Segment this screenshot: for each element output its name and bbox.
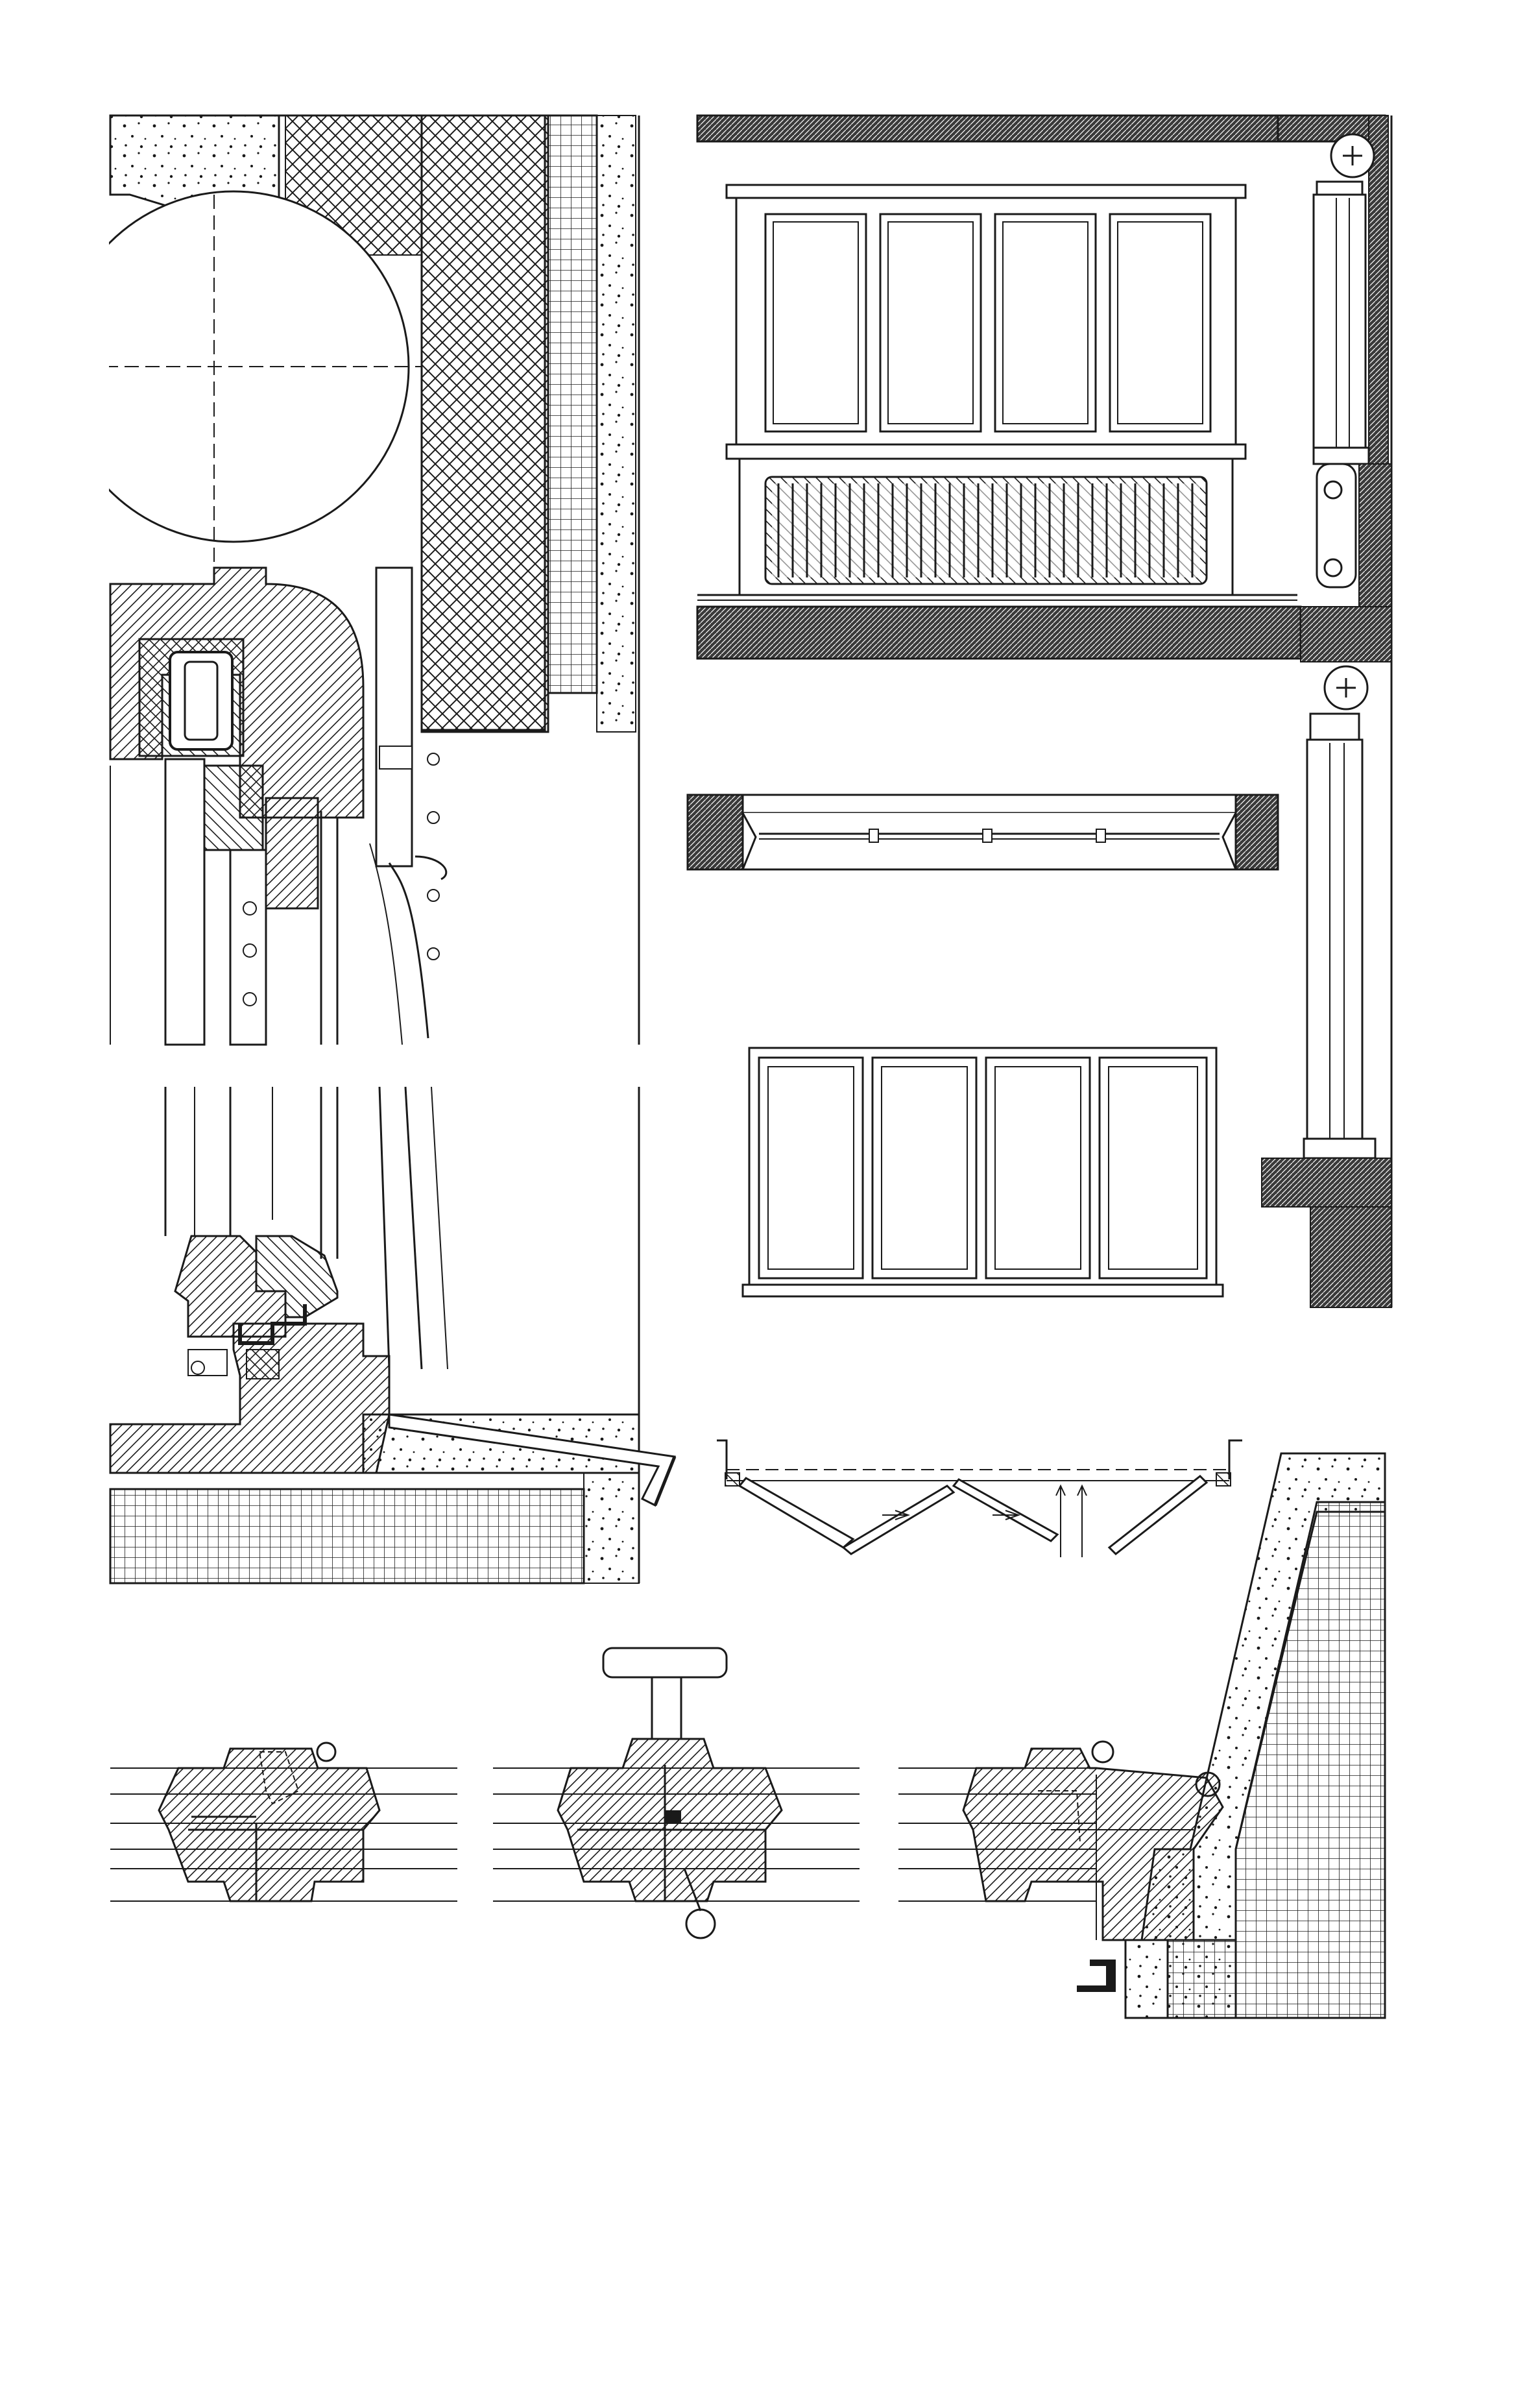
window-head-section [0, 114, 640, 1046]
window-sill-section [109, 1086, 677, 1584]
sash-joint-detail-left [110, 1742, 457, 1902]
sash-joint-detail-right-wall [898, 1452, 1386, 2019]
exterior-wall-section [1261, 115, 1393, 1308]
folding-casement-plan [717, 1439, 1242, 1557]
sash-joint-detail-center-handle [493, 1647, 860, 1939]
window-plan-section [686, 794, 1279, 871]
room-elevation-window-radiator [696, 114, 1386, 660]
window-front-elevation [741, 1047, 1224, 1298]
